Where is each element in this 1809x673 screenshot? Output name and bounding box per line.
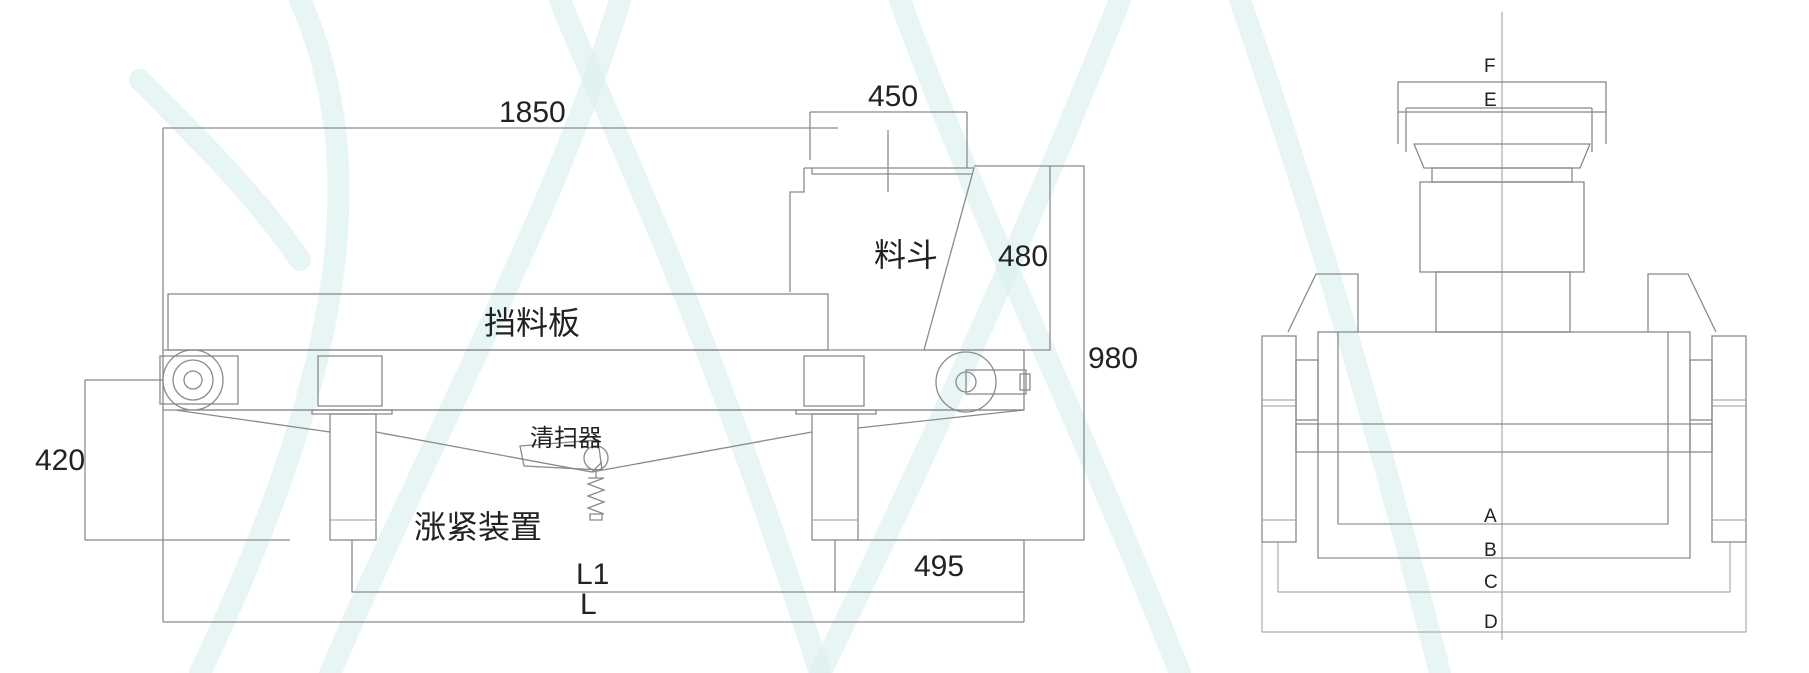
belt-support-strip (311, 409, 877, 415)
side-guide-right (1647, 273, 1717, 333)
letter-d: D (1484, 612, 1498, 633)
dim-450: 450 (868, 80, 918, 113)
side-plate-right (1711, 335, 1747, 543)
roller-left-lower (1295, 423, 1319, 453)
belt-frame (163, 349, 1025, 411)
dim-l1: L1 (576, 558, 609, 591)
dim-980: 980 (1088, 342, 1138, 375)
tail-pulley (935, 351, 1031, 413)
dim-420: 420 (35, 444, 85, 477)
label-cleaner: 清扫器 (530, 424, 602, 452)
side-plate-left (1261, 335, 1297, 543)
side-view: 1850 450 480 980 420 495 L1 L 料斗 挡料板 清扫器… (35, 80, 1138, 623)
letter-a: A (1484, 506, 1497, 527)
side-guide-left (1287, 273, 1359, 333)
hopper-inner (811, 130, 972, 192)
letter-e: E (1484, 90, 1497, 111)
label-tensioner: 涨紧装置 (414, 508, 542, 546)
dim-d (1261, 542, 1747, 633)
dim-line-420 (84, 379, 290, 541)
top-flange-f (1397, 81, 1607, 113)
label-hopper: 料斗 (874, 236, 938, 274)
watermark-pattern (129, 0, 1451, 673)
dim-line-495 (834, 539, 1025, 622)
dim-l: L (580, 588, 597, 621)
hopper-transition (1413, 143, 1591, 169)
head-pulley (159, 349, 239, 411)
neck-lower (1435, 271, 1571, 333)
dim-495: 495 (914, 550, 964, 583)
dim-480: 480 (998, 240, 1048, 273)
dim-line-l1 (351, 540, 1024, 593)
letter-c: C (1484, 572, 1498, 593)
idler-block-left (317, 355, 383, 407)
leg-left (329, 413, 377, 541)
cleaner (519, 439, 609, 521)
side-plate-detail (1262, 399, 1746, 521)
dim-1850: 1850 (499, 96, 566, 129)
end-view: F E A B C D (1261, 12, 1747, 640)
leg-right (811, 413, 859, 541)
letter-f: F (1484, 56, 1496, 77)
roller-right (1689, 359, 1713, 421)
dim-line-450 (809, 111, 968, 168)
roller-right-lower (1689, 423, 1713, 453)
letter-b: B (1484, 540, 1497, 561)
idler-block-right (803, 355, 865, 407)
top-flange-e (1397, 107, 1607, 152)
dim-c (1277, 542, 1731, 593)
return-belt (174, 409, 1025, 473)
hopper-outline (789, 167, 975, 351)
roller-left (1295, 359, 1319, 421)
label-baffle: 挡料板 (484, 304, 580, 342)
inner-strip-b (1318, 423, 1690, 453)
